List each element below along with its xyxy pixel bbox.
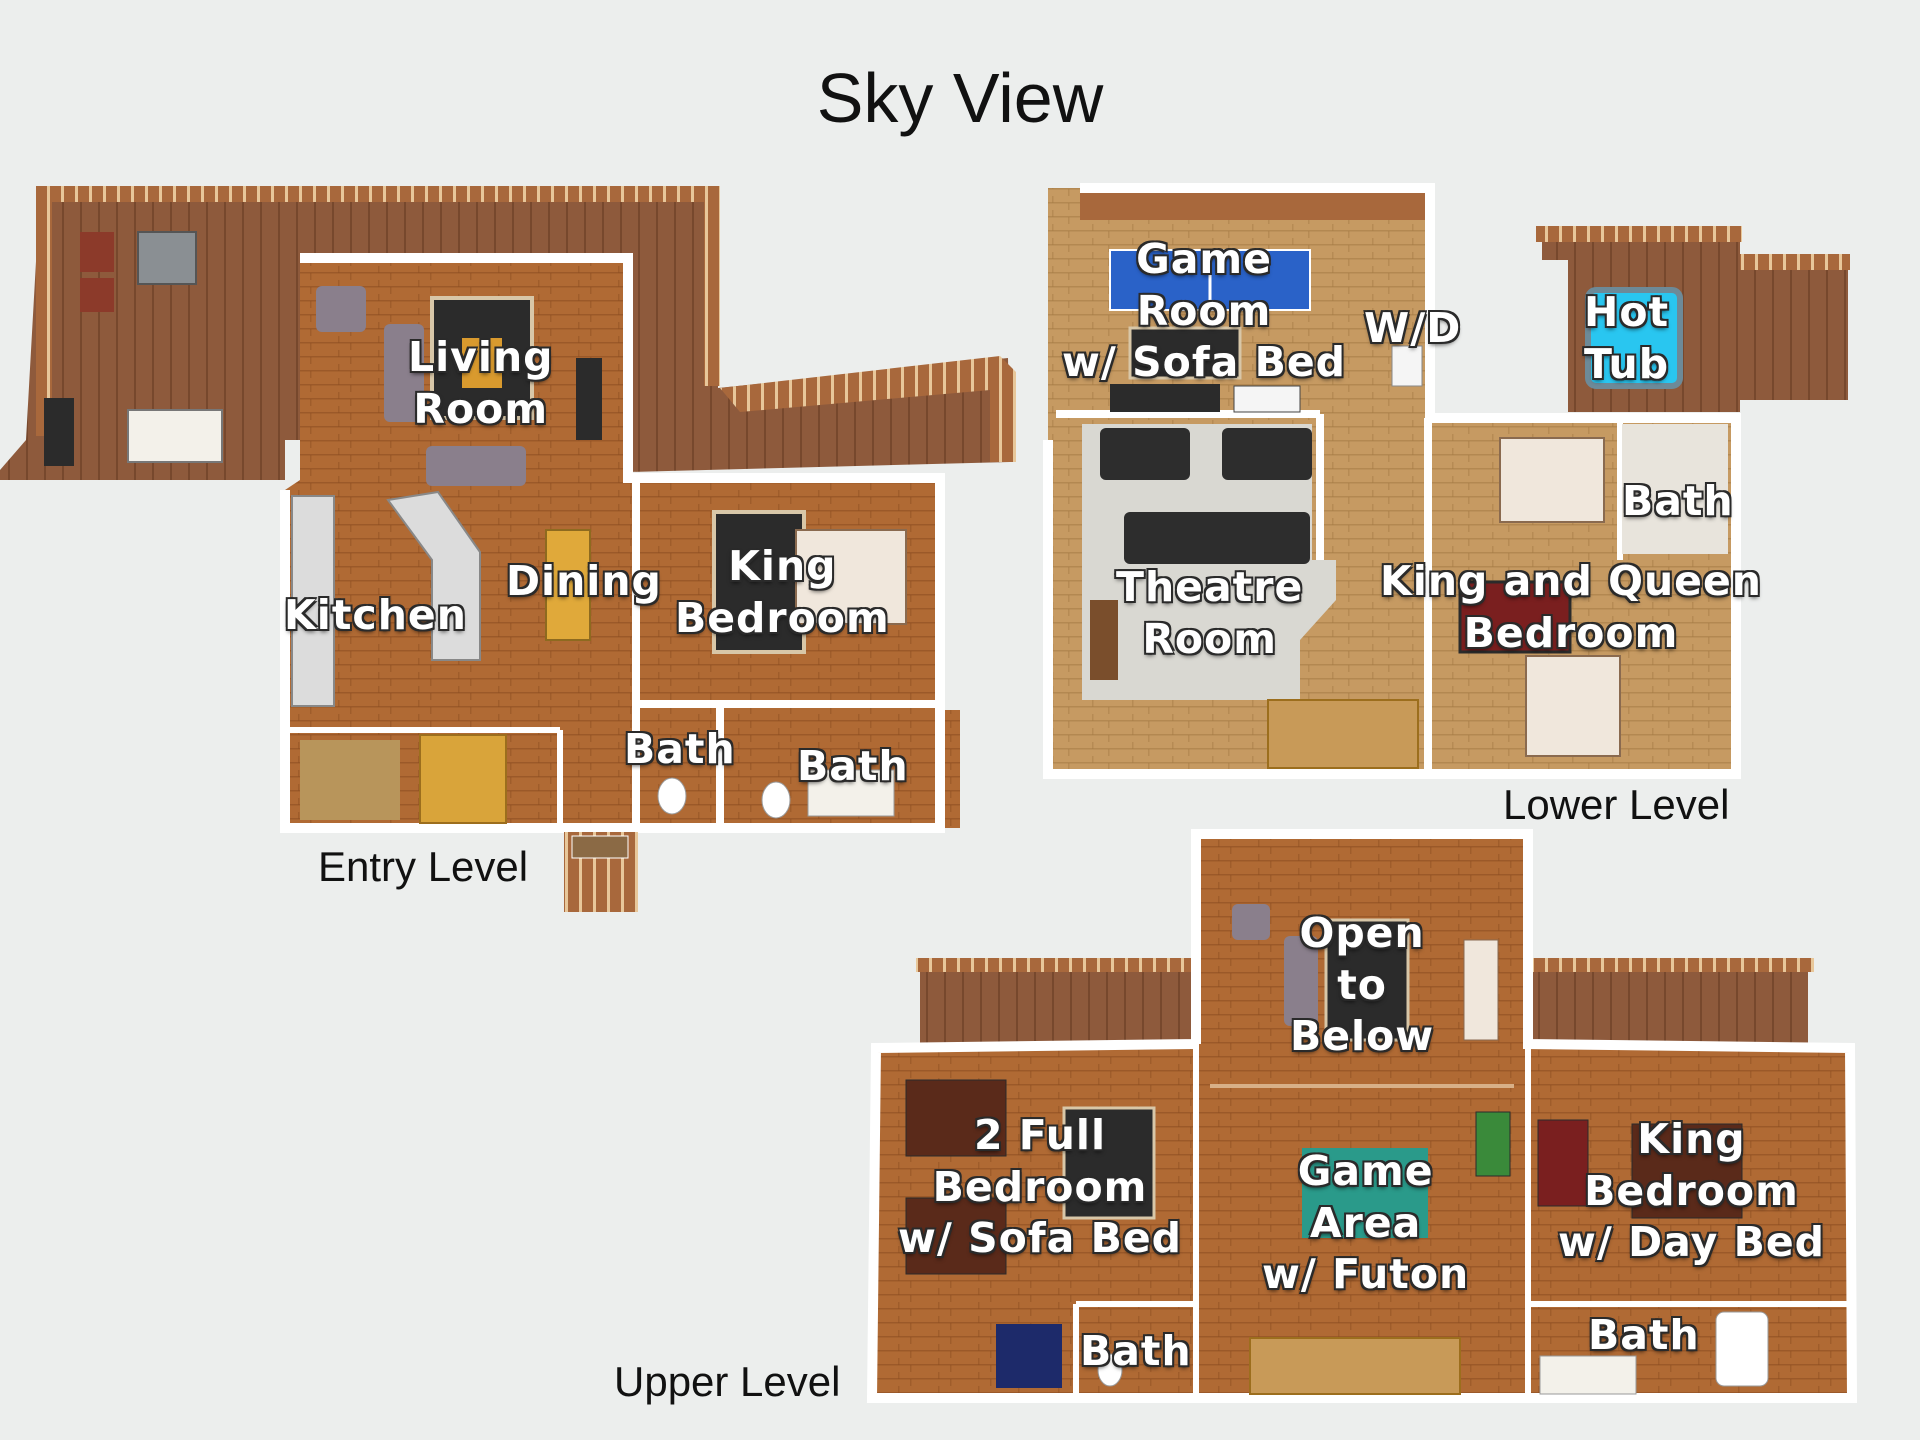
deck-chair: [80, 278, 114, 312]
washer-dryer: [1391, 345, 1423, 387]
deck-grill: [137, 231, 197, 285]
upper-left-deck: [920, 962, 1192, 1044]
day-bed: [1537, 1119, 1589, 1207]
deck-railing-right: [704, 186, 720, 386]
room-label-king-queen-bedroom: King and Queen Bedroom: [1379, 556, 1762, 657]
hot-tub: [1585, 287, 1683, 389]
hot-tub-railing: [1536, 226, 1742, 242]
bath-vanity: [807, 769, 895, 817]
lower-bath-floor: [1622, 424, 1728, 554]
toilet: [761, 781, 791, 819]
dining-table: [545, 529, 591, 641]
lower-back-wall: [1080, 190, 1430, 220]
kitchen-counter: [291, 495, 335, 707]
theatre-screen-cabinet: [1090, 600, 1118, 680]
loft-chair: [1232, 904, 1270, 940]
tv-cabinet: [576, 358, 602, 440]
loft-rug: [1324, 918, 1410, 1042]
room-label-dining: Dining: [505, 556, 662, 605]
upper-right-railing: [1532, 958, 1814, 972]
toilet: [657, 777, 687, 815]
deck-stairs: [720, 356, 1016, 462]
upper-walls: [866, 829, 1858, 1403]
upper-king-bed: [1631, 1123, 1743, 1219]
entry-stairs: [419, 734, 507, 824]
full-bed: [905, 1079, 1007, 1157]
entry-walls: [280, 253, 945, 833]
armchair: [316, 286, 366, 332]
air-hockey-table: [1233, 385, 1301, 413]
room-label-kitchen: Kitchen: [283, 590, 467, 639]
lower-walls: [1043, 183, 1741, 779]
room-label-bath: Bath: [1587, 1310, 1700, 1359]
deck-chair: [80, 232, 114, 272]
upper-level-label: Upper Level: [614, 1358, 841, 1405]
upper-right-deck: [1532, 962, 1808, 1044]
coffee-table: [462, 338, 502, 388]
theatre-seats: [1124, 512, 1310, 564]
hot-tub-railing: [1740, 254, 1850, 270]
upper-left-railing: [916, 958, 1192, 972]
game-area-rug: [1302, 1148, 1428, 1238]
room-label-game-room: Game Room w/ Sofa Bed: [1061, 234, 1347, 387]
deck-bench: [44, 398, 74, 466]
bedroom-rug: [1062, 1106, 1156, 1220]
room-label-open-to-below: Open to Below: [1289, 908, 1435, 1061]
room-label-game-area: Game Area w/ Futon: [1261, 1146, 1470, 1299]
game-room-rug: [1128, 326, 1242, 380]
room-label-bath: Bath: [796, 741, 909, 790]
loft-sofa: [1284, 936, 1318, 1026]
theatre-seats: [1222, 428, 1312, 480]
room-label-bath: Bath: [623, 724, 736, 773]
room-label-upper-king-bedroom: King Bedroom w/ Day Bed: [1557, 1114, 1825, 1267]
entry-stairs: [300, 740, 400, 820]
upper-level-plan: [866, 829, 1858, 1403]
king-bed: [1525, 655, 1621, 757]
room-label-living-room: Living Room: [407, 332, 554, 433]
upper-stairs: [1249, 1337, 1461, 1395]
deck-railing-left: [36, 186, 52, 436]
toilet: [1097, 1353, 1123, 1387]
room-label-king-bedroom: King Bedroom: [674, 541, 890, 642]
room-label-theatre-room: Theatre Room: [1115, 562, 1304, 663]
room-label-washer-dryer: W/D: [1363, 303, 1462, 352]
living-sofa: [384, 324, 424, 422]
sofa-bed: [996, 1324, 1062, 1388]
room-label-hot-tub: Hot Tub: [1583, 287, 1670, 388]
page-title: Sky View: [816, 59, 1104, 137]
living-sofa: [426, 446, 526, 486]
kitchen-island: [386, 490, 481, 661]
loft-cabinet: [1463, 939, 1499, 1041]
welcome-mat: [571, 835, 629, 859]
lower-level-label: Lower Level: [1503, 781, 1730, 828]
foosball-table: [1475, 1111, 1511, 1177]
entry-level-plan: [0, 186, 1016, 912]
upper-right-floor: [1526, 1048, 1854, 1400]
queen-bed: [1499, 437, 1605, 523]
lower-stairs: [1267, 699, 1419, 769]
king-bed: [795, 529, 907, 625]
theatre-seats: [1100, 428, 1190, 480]
sofa-bed: [1110, 384, 1220, 412]
bedroom-rug: [712, 510, 806, 654]
room-label-two-full-bedroom: 2 Full Bedroom w/ Sofa Bed: [897, 1110, 1183, 1263]
lower-level-plan: [1043, 183, 1850, 779]
bathtub: [1715, 1311, 1769, 1387]
room-label-bath: Bath: [1079, 1326, 1192, 1375]
bedroom-rug: [1458, 580, 1572, 654]
deck-railing-top: [40, 186, 718, 202]
deck-dining-table: [127, 409, 223, 463]
room-label-bath: Bath: [1621, 476, 1734, 525]
full-bed: [905, 1197, 1007, 1275]
double-vanity: [1539, 1355, 1637, 1395]
entry-level-label: Entry Level: [318, 843, 529, 890]
